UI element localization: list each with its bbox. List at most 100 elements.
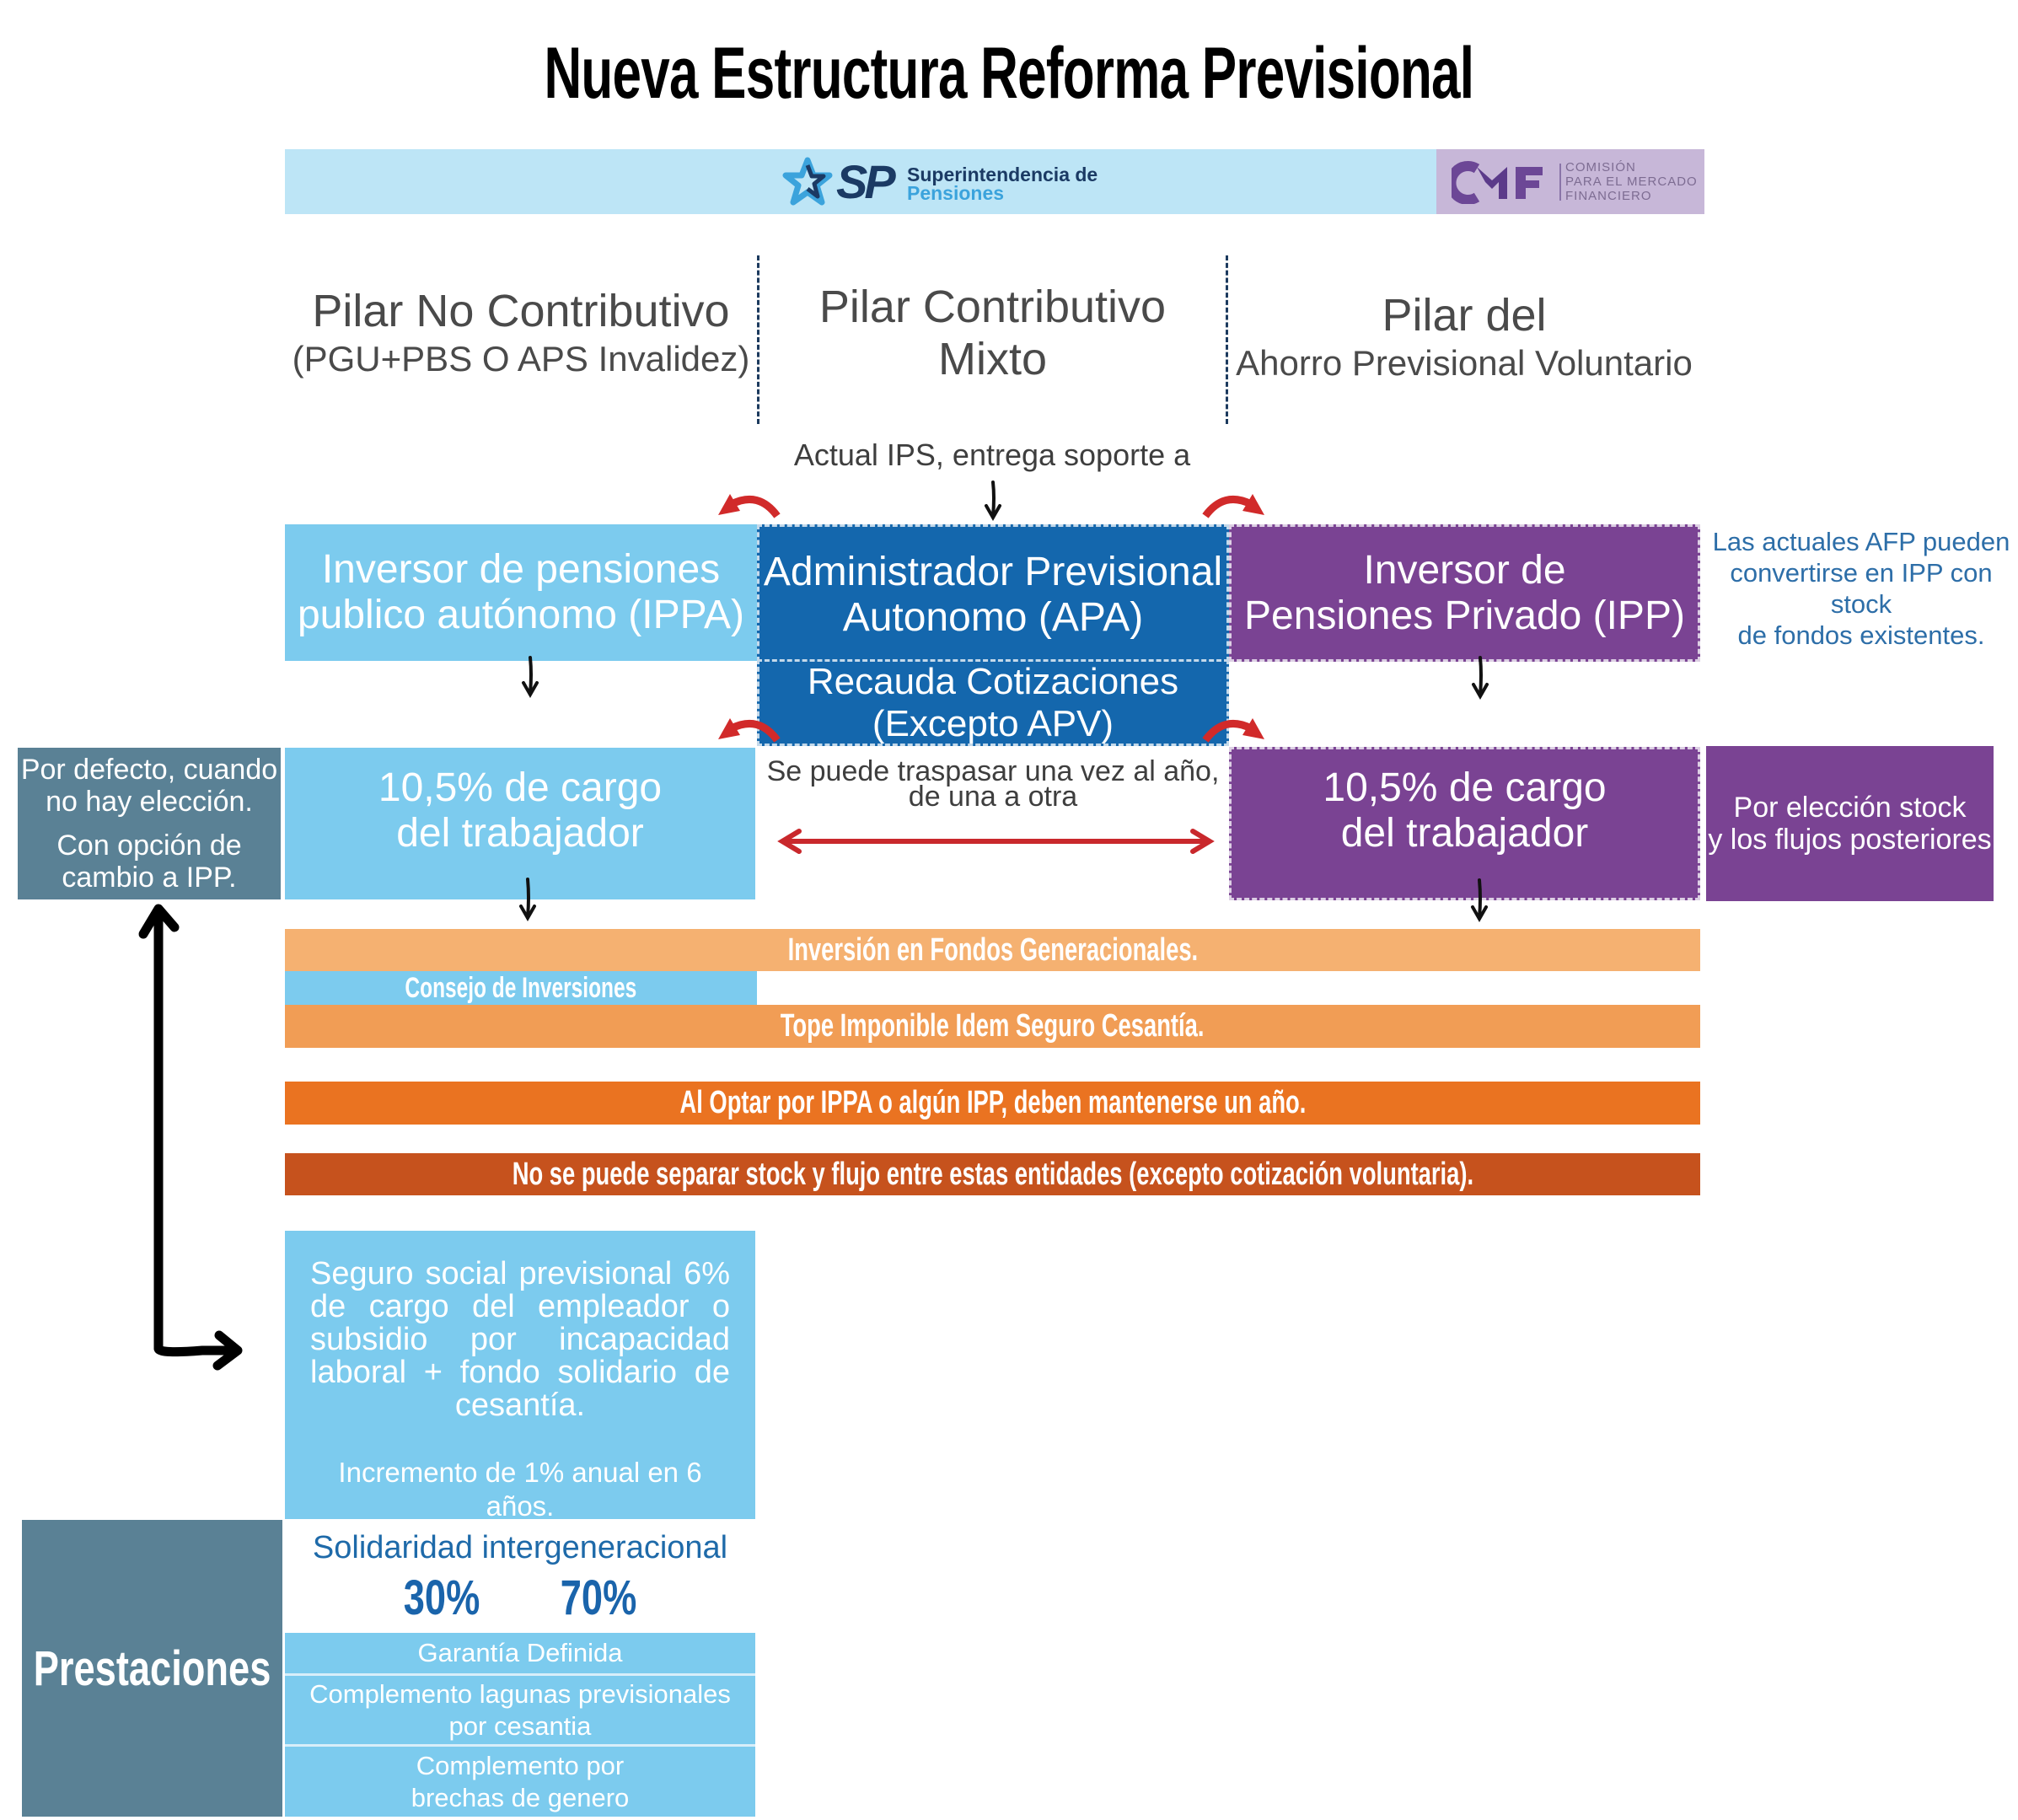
prestacion-line2: por cesantia [448,1710,592,1741]
prestacion-divider [285,1744,755,1747]
red-curved-arrow-top-left [718,494,781,518]
transfer-note-line2: de una a otra [908,781,1078,813]
default-note-line1: Por defecto, cuando [20,754,278,786]
cmf-logo-panel [1436,149,1704,214]
ipp-line2: Pensiones Privado (IPP) [1244,593,1685,638]
ipp-box[interactable]: Inversor de Pensiones Privado (IPP) [1229,524,1700,662]
transfer-note: Se puede traspasar una vez al año, de un… [757,755,1229,835]
band-separar: No se puede separar stock y flujo entre … [285,1153,1700,1195]
band-consejo-inversiones: Consejo de Inversiones [285,971,757,1005]
afp-note-line2: convertirse en IPP con stock [1730,558,1993,619]
contribution-public-box[interactable]: 10,5% de cargo del trabajador [285,748,755,899]
solidaridad-block: Solidaridad intergeneracional 30% 70% [285,1520,755,1633]
default-note-line3: Con opción de [56,829,242,862]
contribution-public-line1: 10,5% de cargo [378,765,663,810]
prestacion-lagunas: Complemento lagunas previsionales por ce… [285,1676,755,1744]
default-note-box: Por defecto, cuando no hay elección. Con… [18,748,281,899]
contribution-private-line2: del trabajador [1340,811,1589,856]
cmf-mark-icon [1452,161,1543,204]
band-separar-text: No se puede separar stock y flujo entre … [512,1156,1473,1192]
red-curved-arrow-bottom-right [1202,718,1264,743]
prestacion-brechas-genero: Complemento por brechas de genero [285,1747,755,1817]
pillar-title: Pilar No Contributivo [312,286,730,336]
recauda-box[interactable]: Recauda Cotizaciones (Excepto APV) [757,659,1229,746]
prestacion-line1: Complemento lagunas previsionales [309,1678,731,1709]
apa-box[interactable]: Administrador Previsional Autonomo (APA) [757,524,1229,662]
solidaridad-pct-left: 30% [393,1573,491,1624]
choice-note-line1: Por elección stock [1733,792,1967,824]
prestaciones-label: Prestaciones [22,1520,282,1817]
prestacion-line1: Garantía Definida [417,1638,623,1667]
cmf-name-line2: PARA EL MERCADO [1565,174,1698,189]
prestacion-divider [285,1673,755,1676]
page-title: Nueva Estructura Reforma Previsional [0,33,2018,114]
band-fondos-generacionales: Inversión en Fondos Generacionales. [285,929,1700,971]
prestacion-line2: brechas de genero [411,1782,630,1812]
arrow-ipp-down [1472,656,1489,701]
arrow-private-contribution-down [1471,878,1488,923]
afp-note: Las actuales AFP pueden convertirse en I… [1704,527,2018,650]
pillar-ahorro-voluntario: Pilar del Ahorro Previsional Voluntario [1228,282,1700,392]
page-title-text: Nueva Estructura Reforma Previsional [544,32,1475,114]
cmf-name-line3: FINANCIERO [1565,189,1652,203]
default-note-line4: cambio a IPP. [62,862,237,894]
recauda-line2: (Excepto APV) [872,702,1114,744]
pillar-separator-left [757,255,759,424]
ippa-line2: publico autónomo (IPPA) [297,593,745,637]
seguro-social-text: Seguro social previsional 6% de cargo de… [310,1256,730,1423]
default-link-arrow [138,904,243,1371]
pillar-subtitle: (PGU+PBS O APS Invalidez) [292,339,750,378]
ippa-box[interactable]: Inversor de pensiones publico autónomo (… [285,524,757,661]
prestacion-line1: Complemento por [416,1750,625,1780]
solidaridad-pct-right: 70% [550,1573,647,1624]
default-note-line2: no hay elección. [46,786,253,818]
pillar-title: Pilar Contributivo Mixto [818,282,1167,384]
seguro-social-box: Seguro social previsional 6% de cargo de… [285,1231,755,1522]
recauda-line1: Recauda Cotizaciones [807,660,1179,702]
ippa-line1: Inversor de pensiones [321,547,721,592]
arrow-public-contribution-down [519,878,536,922]
red-curved-arrow-bottom-left [718,718,781,743]
ips-support-text: Actual IPS, entrega soporte a [793,438,1191,472]
afp-note-line1: Las actuales AFP pueden [1712,527,2010,556]
ipp-line1: Inversor de [1363,547,1566,593]
afp-note-line3: de fondos existentes. [1737,620,1985,650]
pct-right-value: 70% [560,1570,637,1625]
choice-note-line2: y los flujos posteriores [1708,824,1992,856]
contribution-public-line2: del trabajador [396,811,644,856]
pct-left-value: 30% [403,1570,480,1625]
cmf-name-line1: COMISIÓN [1565,160,1636,174]
pillar-separator-right [1226,255,1228,424]
sp-mark: SP [836,155,896,208]
sp-star-icon [782,157,833,206]
seguro-increment-text: Incremento de 1% anual en 6 años. [338,1457,702,1522]
sp-name-line1: Superintendencia de [907,164,1098,185]
cmf-separator [1559,164,1561,201]
pillar-contributivo-mixto: Pilar Contributivo Mixto [759,282,1226,384]
ips-support-label: Actual IPS, entrega soporte a [759,434,1226,476]
pillar-no-contributivo: Pilar No Contributivo (PGU+PBS O APS Inv… [285,278,757,388]
solidaridad-title: Solidaridad intergeneracional [312,1530,728,1565]
band-tope-imponible: Tope Imponible Idem Seguro Cesantía. [285,1005,1700,1048]
band-optar: Al Optar por IPPA o algún IPP, deben man… [285,1082,1700,1125]
apa-line1: Administrador Previsional [763,549,1223,594]
transfer-note-line1: Se puede traspasar una vez al año, [766,755,1220,787]
sp-logo: SP Superintendencia de Pensiones [782,157,1103,207]
sp-name-line2: Pensiones [907,182,1005,204]
band-tope-text: Tope Imponible Idem Seguro Cesantía. [781,1008,1205,1044]
band-fondos-text: Inversión en Fondos Generacionales. [787,931,1198,968]
transfer-double-arrow [777,829,1215,854]
contribution-private-box[interactable]: 10,5% de cargo del trabajador [1229,747,1700,900]
contribution-private-line1: 10,5% de cargo [1323,765,1607,810]
band-optar-text: Al Optar por IPPA o algún IPP, deben man… [679,1085,1306,1120]
arrow-ippa-down [522,656,539,699]
pillar-subtitle: Ahorro Previsional Voluntario [1236,343,1693,383]
red-curved-arrow-top-right [1202,494,1264,518]
apa-line2: Autonomo (APA) [842,594,1144,640]
choice-note-box: Por elección stock y los flujos posterio… [1706,746,1994,901]
prestaciones-label-text: Prestaciones [33,1640,271,1696]
prestacion-garantia-definida: Garantía Definida [285,1633,755,1673]
pillar-title: Pilar del [1382,290,1547,341]
arrow-ips-down [985,481,1001,522]
